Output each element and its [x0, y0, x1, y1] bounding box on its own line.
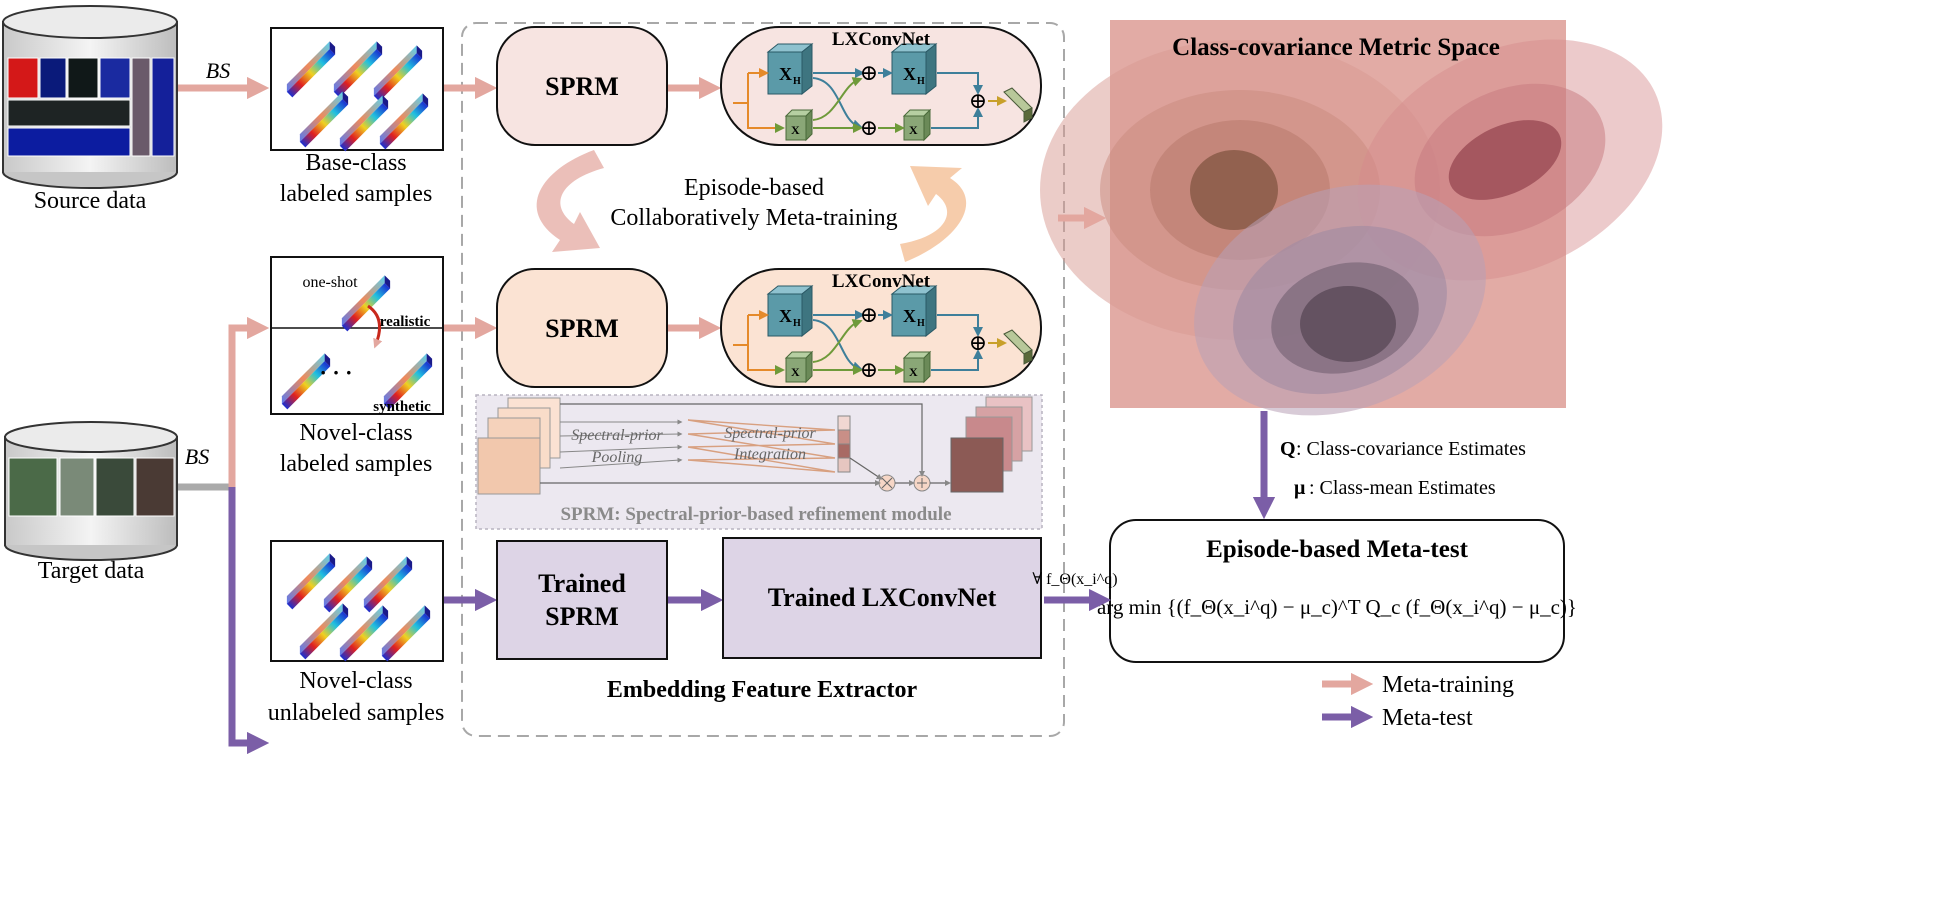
- sprm-top-label: SPRM: [545, 72, 619, 101]
- target-data-caption: Target data: [38, 558, 145, 584]
- novel-labeled-line1: Novel-class: [299, 420, 412, 446]
- target-data-cylinder: [4, 421, 178, 561]
- plus-mid-1: ⊕: [860, 302, 878, 327]
- integration-label: Integration: [733, 446, 806, 463]
- legend-meta-test-label: Meta-test: [1382, 705, 1473, 731]
- plus-top-2: ⊕: [860, 115, 878, 140]
- sprm-module-panel: [475, 394, 1043, 530]
- xl-mid-label: X: [791, 365, 800, 379]
- legend-meta-training-label: Meta-training: [1382, 672, 1514, 698]
- lxconvnet-top-title: LXConvNet: [832, 29, 931, 50]
- sprm-module-caption: SPRM: Spectral-prior-based refinement mo…: [560, 504, 951, 525]
- lxconvnet-mid-title: LXConvNet: [832, 271, 931, 292]
- base-class-line2: labeled samples: [280, 181, 433, 207]
- trained-sprm-line1: Trained: [538, 569, 626, 598]
- unlabeled-line2: unlabeled samples: [268, 700, 445, 726]
- source-data-caption: Source data: [34, 188, 147, 214]
- source-data-cylinder: [2, 5, 178, 189]
- q-symbol: Q: [1280, 438, 1296, 460]
- unlabeled-line1: Novel-class: [299, 668, 412, 694]
- ellipsis-dots: · · ·: [319, 360, 352, 385]
- xl-top-label: X: [791, 123, 800, 137]
- sprm-mid-label: SPRM: [545, 314, 619, 343]
- xh-hat-top-sub: H: [917, 76, 925, 87]
- metatest-arrow-label: ∀ f_Θ(x_i^q): [1032, 571, 1117, 588]
- xl-hat-top-label: X: [909, 123, 918, 137]
- episode-line2: Collaboratively Meta-training: [610, 205, 897, 231]
- xh-hat-mid-sub: H: [917, 318, 925, 329]
- xh-hat-top-label: X: [903, 64, 916, 84]
- mu-description: : Class-mean Estimates: [1309, 477, 1496, 499]
- spectral-prior-pool-label: Spectral-prior: [571, 427, 663, 444]
- xh-top-label: X: [779, 64, 792, 84]
- sprm-mid-box: [496, 268, 668, 388]
- synthetic-label: synthetic: [373, 399, 431, 415]
- base-class-samples-box: [270, 27, 444, 152]
- novel-class-labeled-box: [270, 256, 444, 415]
- target-to-unlabeled-arrow: [228, 487, 270, 755]
- xh-mid-label: X: [779, 306, 792, 326]
- trained-lxconvnet-box: [722, 537, 1042, 659]
- trained-lxconvnet-label: Trained LXConvNet: [768, 583, 997, 612]
- xh-hat-mid-label: X: [903, 306, 916, 326]
- lxconvnet-top: [720, 26, 1042, 146]
- realistic-label: realistic: [380, 314, 431, 330]
- metric-space-panel: [1040, 20, 1663, 416]
- lxconvnet-mid: [720, 268, 1042, 388]
- novel-labeled-line2: labeled samples: [280, 451, 433, 477]
- novel-class-unlabeled-box: [270, 540, 444, 662]
- xh-mid-sub: H: [793, 318, 801, 329]
- xh-top-sub: H: [793, 76, 801, 87]
- trained-sprm-line2: SPRM: [545, 602, 619, 631]
- episode-down-arrow: [536, 150, 604, 252]
- metric-space-title: Class-covariance Metric Space: [1172, 34, 1500, 61]
- plus-top-3: ⊕: [969, 88, 987, 113]
- pooling-label: Pooling: [591, 449, 643, 466]
- plus-mid-2: ⊕: [860, 357, 878, 382]
- episode-line1: Episode-based: [684, 175, 824, 201]
- q-description: : Class-covariance Estimates: [1296, 438, 1526, 460]
- embedding-extractor-title: Embedding Feature Extractor: [607, 677, 918, 703]
- target-to-novel-labeled-arrow: [228, 316, 270, 487]
- meta-test-formula: arg min {(f_Θ(x_i^q) − μ_c)^T Q_c (f_Θ(x…: [1097, 595, 1577, 619]
- sprm-top-box: [496, 26, 668, 146]
- embedding-extractor-frame: [461, 22, 1065, 737]
- trained-sprm-box: [496, 540, 668, 660]
- one-shot-label: one-shot: [302, 274, 358, 291]
- plus-top-1: ⊕: [860, 60, 878, 85]
- mu-symbol: μ: [1294, 477, 1306, 499]
- xl-hat-mid-label: X: [909, 365, 918, 379]
- meta-test-title: Episode-based Meta-test: [1206, 536, 1468, 563]
- spectral-prior-int-label: Spectral-prior: [724, 425, 816, 442]
- episode-up-arrow: [900, 166, 967, 262]
- plus-mid-3: ⊕: [969, 330, 987, 355]
- source-bs-label: BS: [206, 58, 230, 83]
- target-bs-label: BS: [185, 444, 209, 469]
- base-class-line1: Base-class: [305, 150, 406, 176]
